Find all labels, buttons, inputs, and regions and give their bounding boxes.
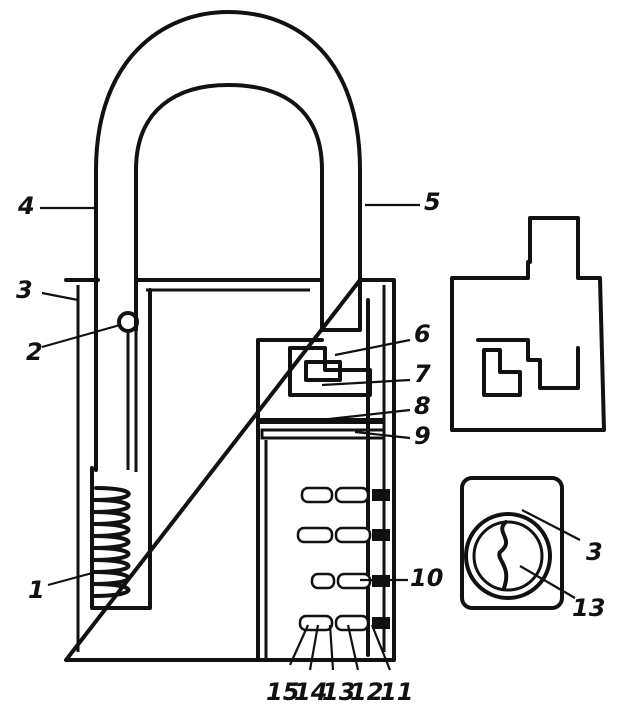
latch-bolt: [288, 346, 372, 397]
label-10: 10: [410, 564, 443, 592]
label-2: 2: [26, 338, 43, 366]
label-5: 5: [424, 188, 441, 216]
label-11: 11: [380, 678, 413, 706]
detail-label-13: 13: [572, 594, 605, 622]
lock-body: [64, 278, 396, 662]
detail-label-3: 3: [586, 538, 603, 566]
spring: [92, 486, 131, 598]
leader-lines: [40, 203, 581, 671]
label-1: 1: [28, 576, 45, 604]
label-13: 13: [322, 678, 355, 706]
label-4: 4: [17, 192, 35, 220]
detail-keyhole-face: [460, 476, 564, 610]
detail-cross-section: [450, 216, 606, 432]
label-12: 12: [350, 678, 383, 706]
label-14: 14: [294, 678, 327, 706]
label-8: 8: [414, 392, 431, 420]
label-15: 15: [266, 678, 299, 706]
label-9: 9: [414, 422, 431, 450]
shackle: [94, 10, 362, 472]
part-labels: 1 2 3 4 5 6 7 8 9 10 15 14 13 12 11 3 13: [16, 188, 605, 706]
cylinder-plate: [258, 418, 384, 424]
label-6: 6: [414, 320, 431, 348]
label-7: 7: [414, 360, 431, 388]
label-3: 3: [16, 276, 33, 304]
pin-tumblers: [296, 486, 390, 632]
